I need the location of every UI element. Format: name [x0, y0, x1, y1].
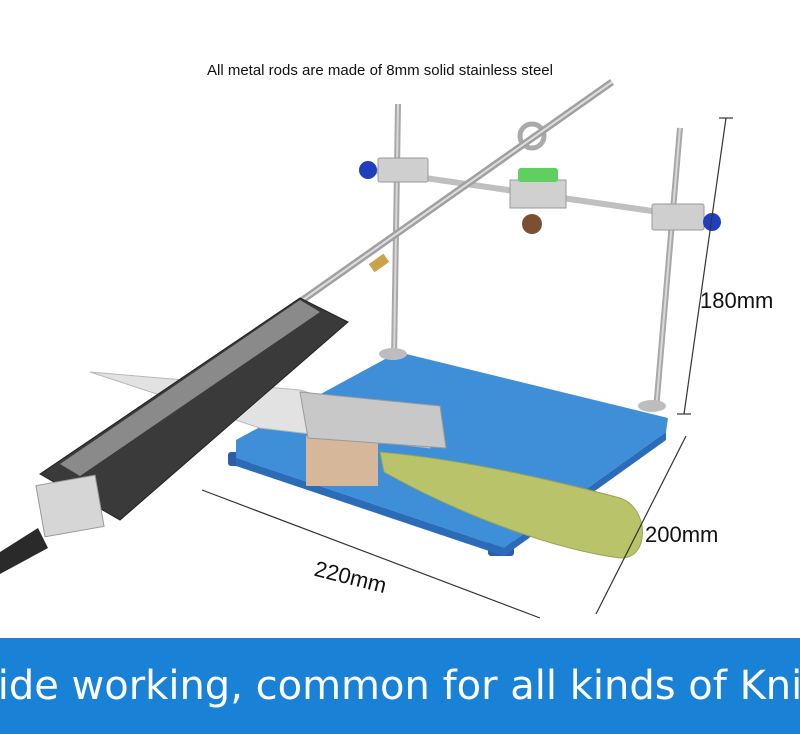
stone-handle	[0, 528, 48, 574]
top-caption: All metal rods are made of 8mm solid sta…	[207, 62, 553, 79]
rod-clamp-left	[377, 157, 429, 183]
depth-dimension-label: 200mm	[645, 522, 719, 547]
banner-text: Wide working, common for all kinds of Kn…	[0, 663, 800, 709]
brass-coupler	[368, 253, 390, 273]
rod-clamp-right	[651, 203, 705, 231]
height-dimension-label: 180mm	[700, 288, 774, 313]
dim-line-width	[201, 489, 541, 619]
bubble-level	[518, 168, 558, 182]
bottom-banner: Wide working, common for all kinds of Kn…	[0, 638, 800, 734]
stone-end-cap	[35, 474, 105, 538]
pivot-block	[509, 179, 567, 209]
knob-right	[703, 213, 721, 231]
knob-left	[359, 161, 377, 179]
wood-block	[306, 436, 378, 486]
adjust-knob	[522, 214, 542, 234]
wing-nut	[379, 348, 407, 360]
dim-line-height	[683, 117, 727, 415]
wing-nut	[638, 400, 666, 412]
knife-clamp	[299, 391, 447, 449]
knife-handle	[379, 451, 643, 559]
dim-line-depth	[595, 435, 687, 615]
pivot-ring	[517, 121, 547, 151]
stone-holder-top	[60, 300, 320, 476]
